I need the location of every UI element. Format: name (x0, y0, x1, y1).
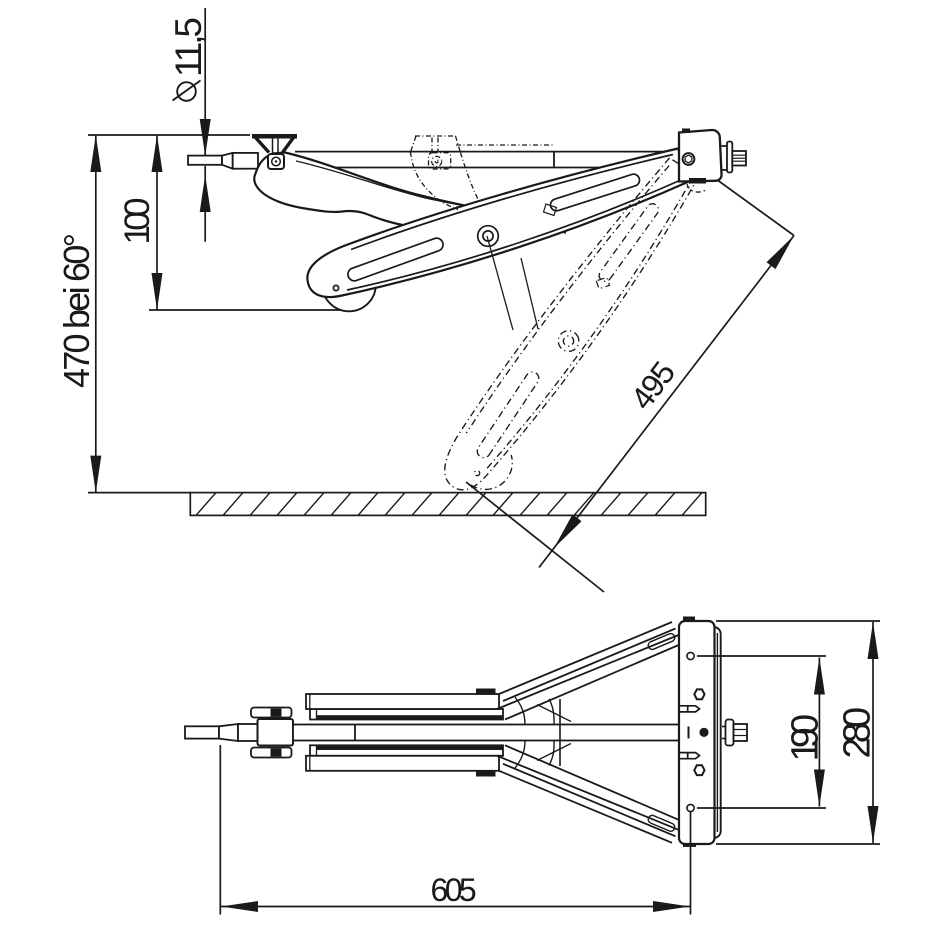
svg-text:100: 100 (118, 198, 157, 245)
svg-text:605: 605 (431, 872, 477, 908)
svg-text:11,5: 11,5 (168, 17, 209, 77)
svg-text:190: 190 (784, 714, 826, 762)
svg-text:280: 280 (837, 707, 879, 759)
svg-text:470 bei 60°: 470 bei 60° (56, 233, 97, 388)
